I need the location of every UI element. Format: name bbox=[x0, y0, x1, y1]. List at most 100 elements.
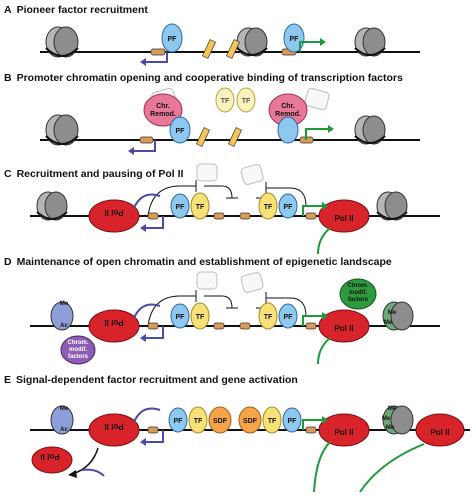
chromatin-modifier-green: Chrom. modif. factors bbox=[339, 278, 377, 310]
nucleosome-right bbox=[354, 27, 386, 57]
panel-a-title-text: Pioneer factor recruitment bbox=[16, 4, 148, 16]
panel-b-letter: B bbox=[4, 72, 12, 84]
panel-d-title-text: Maintenance of open chromatin and establ… bbox=[16, 256, 392, 268]
pf-label: PF bbox=[176, 314, 186, 321]
transcription-factor-2: TF bbox=[262, 406, 282, 434]
panel-a-title: A Pioneer factor recruitment bbox=[4, 4, 148, 16]
panel-d: D Maintenance of open chromatin and estab… bbox=[0, 256, 474, 372]
nucleosome-right-marked: Me Me bbox=[382, 301, 414, 331]
pioneer-factor-1: PF bbox=[169, 116, 191, 144]
panel-a: A Pioneer factor recruitment PF PF bbox=[0, 0, 474, 82]
me-label: Me bbox=[388, 310, 397, 316]
sense-rna bbox=[313, 441, 331, 493]
pol2-label: Pol II bbox=[430, 428, 449, 437]
panel-e-diagram: Me Ac Me Me Me Pol II Pol II Pol II Pol … bbox=[30, 405, 470, 493]
pioneer-factor-1: PF bbox=[161, 23, 183, 53]
me-label: Me bbox=[388, 406, 397, 412]
chrom-modif-label-2: modif. bbox=[349, 290, 367, 296]
pol2-released: Pol II bbox=[31, 446, 73, 474]
signal-dependent-factor-1: SDF bbox=[208, 406, 232, 434]
nucleosome-left bbox=[45, 26, 79, 58]
pol2-sense: Pol II bbox=[318, 199, 370, 233]
signal-dependent-factor-2: SDF bbox=[238, 406, 262, 434]
pol2-antisense: Pol II bbox=[88, 309, 140, 343]
antisense-arrow bbox=[140, 326, 164, 342]
free-transcription-factor-2: TF bbox=[236, 87, 256, 113]
pioneer-factor-1: PF bbox=[170, 303, 190, 329]
promoter-box bbox=[147, 212, 159, 220]
sense-arrow bbox=[302, 202, 328, 216]
chromatin-remodeler-left: Chr. Remod. bbox=[143, 93, 183, 127]
panel-d-diagram: Me Ac Chrom. modif. factors Chrom. modif… bbox=[30, 271, 440, 365]
tf-label: TF bbox=[196, 314, 205, 321]
pioneer-factor-2: PF bbox=[278, 303, 298, 329]
promoter-box bbox=[228, 127, 242, 147]
displaced-nucleosome-right bbox=[240, 272, 264, 293]
pf-label: PF bbox=[284, 204, 294, 211]
inhibition-bracket-left bbox=[147, 180, 238, 217]
pioneer-factor-1: PF bbox=[168, 407, 188, 433]
sense-arrow bbox=[305, 125, 334, 140]
pol2-label: Pol II bbox=[334, 428, 353, 437]
release-arrow bbox=[68, 447, 99, 478]
me-label: Me bbox=[386, 425, 395, 431]
chrom-modif-label-3: factors bbox=[68, 354, 89, 360]
tf-label: TF bbox=[242, 98, 251, 105]
displaced-nucleosome-left bbox=[196, 163, 218, 182]
pol2-label: Pol II bbox=[104, 208, 123, 217]
promoter-box bbox=[239, 322, 251, 330]
promoter-box bbox=[305, 212, 317, 220]
me-label: Me bbox=[60, 301, 69, 307]
promoter-box bbox=[147, 322, 159, 330]
pol2-antisense: Pol II bbox=[88, 199, 140, 233]
chrom-modif-label-1: Chrom. bbox=[348, 283, 369, 289]
antisense-rna bbox=[133, 407, 161, 423]
elongating-rna bbox=[359, 443, 425, 493]
sense-arrow bbox=[299, 38, 326, 52]
panel-a-diagram: PF PF bbox=[40, 23, 420, 66]
pol2-elongating: Pol II bbox=[415, 413, 465, 447]
inhibition-bracket-left bbox=[147, 290, 238, 327]
panel-b: B Promoter chromatin opening and cooperat… bbox=[0, 68, 474, 168]
panel-b-title-text: Promoter chromatin opening and cooperati… bbox=[16, 72, 403, 84]
nucleosome-right-marked: Me Me Me bbox=[382, 405, 414, 435]
transcription-factor-1: TF bbox=[190, 302, 210, 330]
sense-rna bbox=[317, 337, 331, 365]
antisense-rna bbox=[133, 303, 161, 319]
pol2-antisense: Pol II bbox=[88, 413, 140, 447]
displaced-nucleosome-right bbox=[240, 164, 264, 185]
tf-label: TF bbox=[264, 314, 273, 321]
pf-label: PF bbox=[176, 204, 186, 211]
antisense-arrow bbox=[140, 430, 164, 446]
promoter-box bbox=[226, 39, 240, 59]
tf-label: TF bbox=[221, 98, 230, 105]
promoter-box bbox=[202, 39, 216, 59]
nucleosome-left bbox=[36, 191, 68, 221]
panel-d-letter: D bbox=[4, 256, 12, 268]
tf-label: TF bbox=[264, 204, 273, 211]
displaced-nucleosome-left bbox=[196, 271, 218, 290]
pf-label: PF bbox=[176, 128, 186, 135]
panel-d-title: D Maintenance of open chromatin and estab… bbox=[4, 256, 392, 268]
chr-remod-label-2: Remod. bbox=[275, 111, 301, 118]
tf-label: TF bbox=[268, 418, 277, 425]
pf-label: PF bbox=[284, 314, 294, 321]
released-rna bbox=[81, 468, 105, 477]
antisense-arrow bbox=[140, 52, 168, 66]
antisense-arrow bbox=[140, 216, 164, 232]
pol2-sense: Pol II bbox=[318, 413, 370, 447]
sdf-label: SDF bbox=[243, 418, 258, 425]
sdf-label: SDF bbox=[213, 418, 228, 425]
pol2-label: Pol II bbox=[104, 318, 123, 327]
nucleosome-right bbox=[354, 115, 386, 145]
me-label: Me bbox=[382, 416, 391, 422]
promoter-box bbox=[213, 212, 225, 220]
panel-a-letter: A bbox=[4, 4, 12, 16]
panel-b-title: B Promoter chromatin opening and cooperat… bbox=[4, 72, 403, 84]
me-label: Me bbox=[60, 406, 69, 412]
pol2-sense: Pol II bbox=[318, 309, 370, 343]
antisense-rna bbox=[133, 193, 161, 209]
